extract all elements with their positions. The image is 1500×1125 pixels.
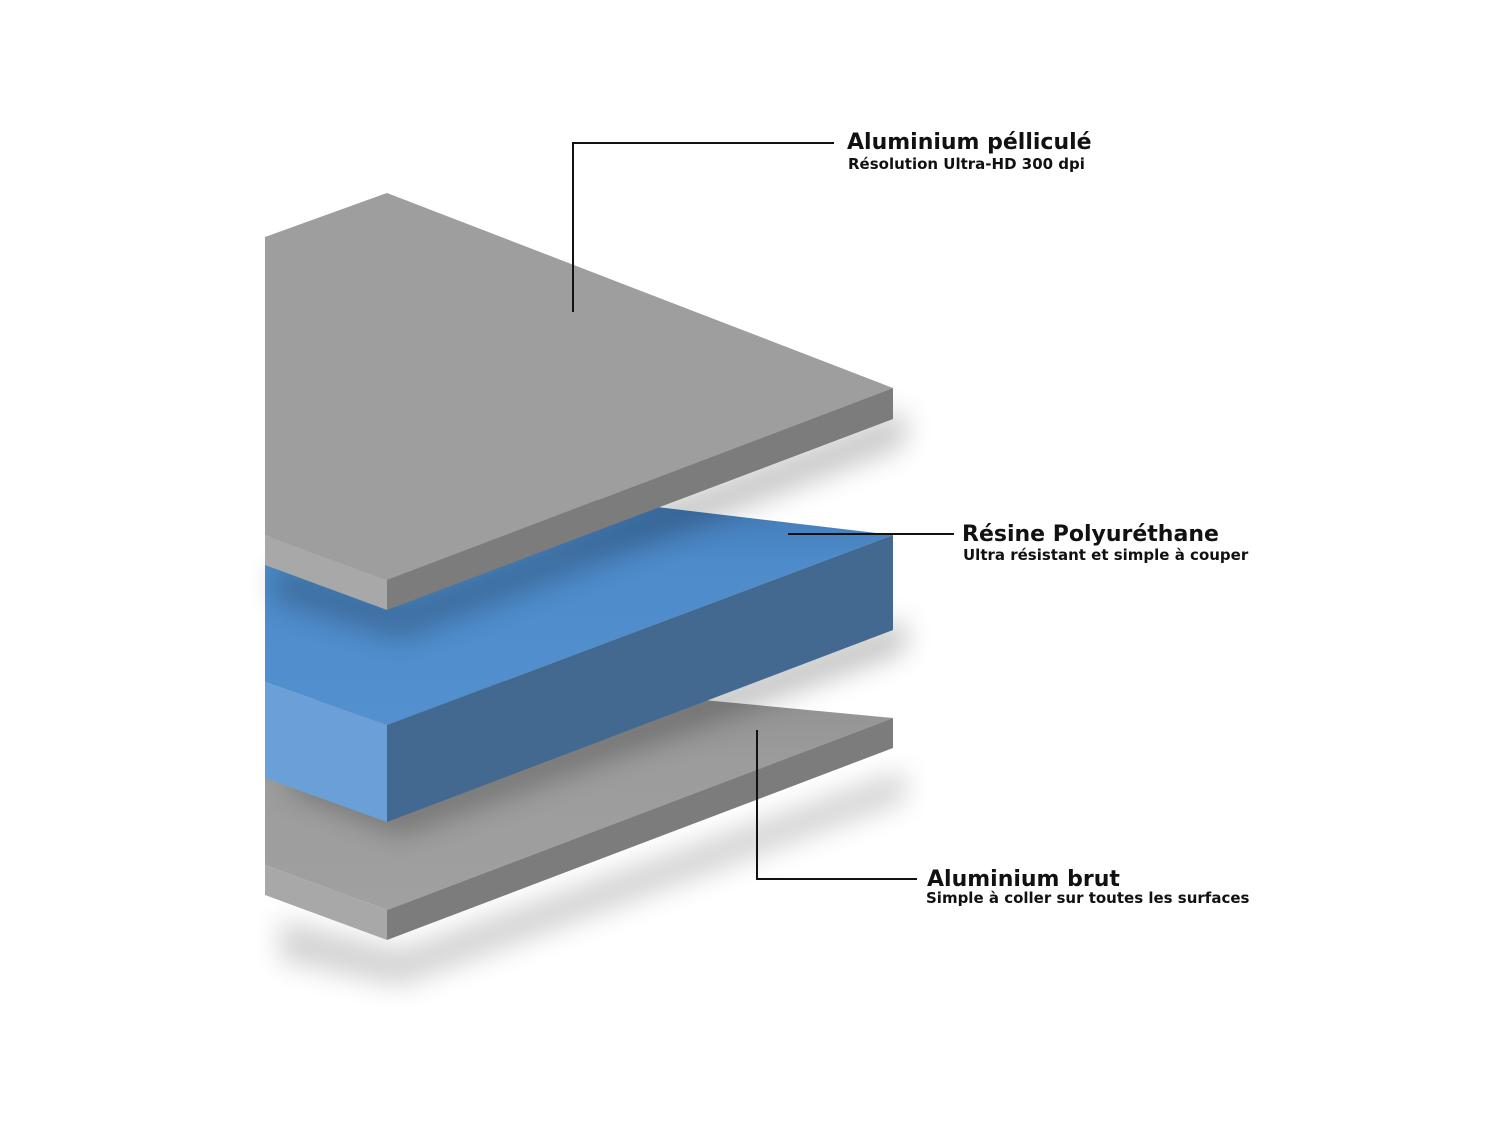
bottom-layer-leader-line <box>756 730 917 880</box>
top-layer-shadow <box>275 410 905 640</box>
bottom-layer-front-face <box>265 865 387 940</box>
top-layer-top-face <box>265 193 893 580</box>
resin-layer-front-face <box>265 682 387 822</box>
bottom-layer-shadow <box>280 770 905 985</box>
top-aluminium-layer <box>265 193 905 640</box>
bottom-layer-subtitle: Simple à coller sur toutes les surfaces <box>926 889 1250 907</box>
top-layer-subtitle: Résolution Ultra-HD 300 dpi <box>848 155 1085 173</box>
top-layer-title: Aluminium pélliculé <box>847 130 1092 155</box>
resin-layer-shadow <box>290 620 905 835</box>
bottom-layer-title: Aluminium brut <box>927 867 1120 892</box>
resin-layer-side-face <box>387 535 893 822</box>
top-layer-leader-line <box>572 142 834 312</box>
top-layer-side-face <box>387 388 893 610</box>
top-layer-front-face <box>265 535 387 610</box>
core-layer-subtitle: Ultra résistant et simple à couper <box>963 546 1249 564</box>
core-layer-title: Résine Polyuréthane <box>962 522 1219 547</box>
bottom-layer-side-face <box>387 718 893 940</box>
